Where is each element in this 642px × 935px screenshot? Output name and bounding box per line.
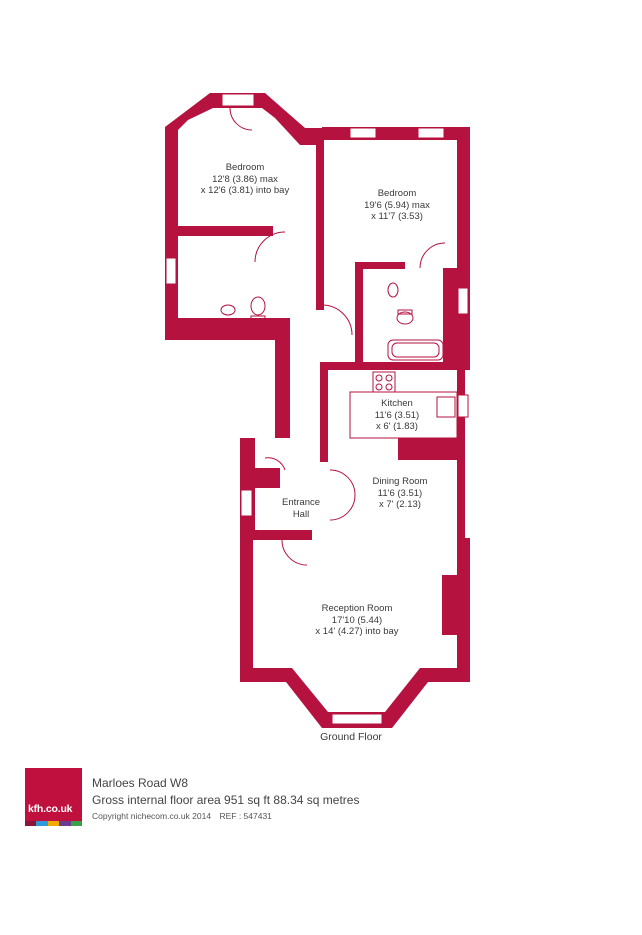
- bedroom-1-outer-wall: [165, 93, 322, 225]
- bedroom-1-bottom-wall: [165, 318, 280, 340]
- hall-nook-wall: [255, 468, 280, 488]
- basin: [220, 304, 236, 316]
- window: [349, 127, 377, 139]
- toilet-cistern: [397, 309, 413, 315]
- door-swing: [254, 231, 286, 263]
- window: [457, 287, 469, 315]
- kitchen-counter-wall: [398, 438, 458, 460]
- kitchen-left-wall: [320, 362, 328, 462]
- window: [457, 394, 469, 418]
- toilet-cistern: [250, 315, 266, 322]
- dining-room-dims-line1: 11'6 (3.51): [378, 488, 422, 499]
- reception-pier: [442, 575, 460, 635]
- hall-left-wall-upper: [275, 318, 290, 438]
- bedroom-1-floor-wall: [178, 226, 273, 236]
- bedroom-1-dims-line1: 12'8 (3.86) max: [212, 174, 278, 185]
- bedroom-2-top-wall: [322, 127, 470, 140]
- toilet: [250, 296, 266, 316]
- kitchen-dims-line1: 11'6 (3.51): [375, 410, 419, 421]
- bedroom-1-dims-line2: x 12'6 (3.81) into bay: [201, 185, 290, 196]
- kitchen-dims-line2: x 6' (1.83): [376, 421, 418, 432]
- windows: [165, 93, 469, 725]
- reception-room-dims-line1: 17'10 (5.44): [332, 615, 382, 626]
- reception-room-name: Reception Room: [322, 603, 393, 614]
- window: [417, 127, 445, 139]
- copyright-text: Copyright nichecom.co.uk 2014: [92, 811, 212, 821]
- dining-room-name: Dining Room: [373, 476, 428, 487]
- property-address: Marloes Road W8: [92, 776, 189, 790]
- logo-stripe: [25, 821, 37, 826]
- hob-ring: [385, 374, 393, 382]
- door-swing: [419, 242, 446, 269]
- window: [165, 257, 177, 285]
- bathroom-bottom-wall: [320, 362, 470, 370]
- floor-plan: Bedroom 12'8 (3.86) max x 12'6 (3.81) in…: [165, 93, 470, 743]
- fixtures: [220, 107, 458, 566]
- bedroom-2-dims-line1: 19'6 (5.94) max: [364, 200, 430, 211]
- kitchen-sink: [436, 396, 456, 418]
- reception-right-wall: [457, 538, 470, 680]
- bedroom-2-dims-line2: x 11'7 (3.53): [371, 211, 423, 222]
- bathtub: [387, 339, 444, 361]
- property-info: Marloes Road W8 Gross internal floor are…: [92, 776, 359, 821]
- logo-stripe: [36, 821, 48, 826]
- door-swing: [321, 304, 353, 336]
- hall-bottom-wall: [250, 530, 312, 540]
- window: [221, 93, 255, 107]
- kitchen-right-wall: [457, 368, 465, 538]
- bath-inner: [391, 342, 440, 358]
- kitchen-name: Kitchen: [381, 398, 413, 409]
- entrance-hall-dims: Hall: [293, 509, 309, 520]
- room-labels: Bedroom 12'8 (3.86) max x 12'6 (3.81) in…: [201, 162, 430, 743]
- basin: [387, 282, 399, 298]
- entrance-hall-name: Entrance: [282, 497, 320, 508]
- toilet: [396, 311, 414, 325]
- logo-stripes: [25, 821, 83, 826]
- window: [240, 489, 253, 517]
- logo-stripe: [70, 821, 83, 826]
- door-swing: [281, 539, 308, 566]
- bedroom-2-bottom-wall: [355, 262, 405, 269]
- window: [331, 713, 383, 725]
- copyright-line: Copyright nichecom.co.uk 2014 REF : 5474…: [92, 811, 359, 821]
- hall-left-wall: [240, 438, 255, 538]
- ref-text: REF : 547431: [219, 811, 272, 821]
- floor-label: Ground Floor: [320, 731, 382, 743]
- reception-room-dims-line2: x 14' (4.27) into bay: [315, 626, 398, 637]
- bedroom-2-name: Bedroom: [378, 188, 417, 199]
- bedroom-2-left-wall: [316, 140, 324, 310]
- reception-left-wall: [240, 538, 253, 680]
- door-swing: [329, 469, 356, 496]
- kfh-logo: kfh.co.uk: [25, 768, 83, 826]
- door-swing: [229, 107, 253, 131]
- floor-area: Gross internal floor area 951 sq ft 88.3…: [92, 793, 360, 807]
- footer: kfh.co.uk Marloes Road W8 Gross internal…: [25, 768, 625, 828]
- hob-ring: [375, 383, 383, 391]
- walls: [165, 93, 470, 728]
- logo-stripe: [59, 821, 71, 826]
- door-swing: [329, 494, 356, 521]
- kitchen-counter: [349, 391, 458, 439]
- door-swing: [264, 457, 286, 471]
- logo-text: kfh.co.uk: [28, 803, 73, 815]
- dining-room-dims-line2: x 7' (2.13): [379, 499, 421, 510]
- hob-ring: [385, 383, 393, 391]
- hob-ring: [375, 374, 383, 382]
- reception-bay-wall: [240, 668, 470, 728]
- bathroom-left-wall: [355, 262, 363, 367]
- logo-stripe: [47, 821, 60, 826]
- bedroom-1-name: Bedroom: [226, 162, 265, 173]
- bathroom-right-block: [443, 268, 470, 368]
